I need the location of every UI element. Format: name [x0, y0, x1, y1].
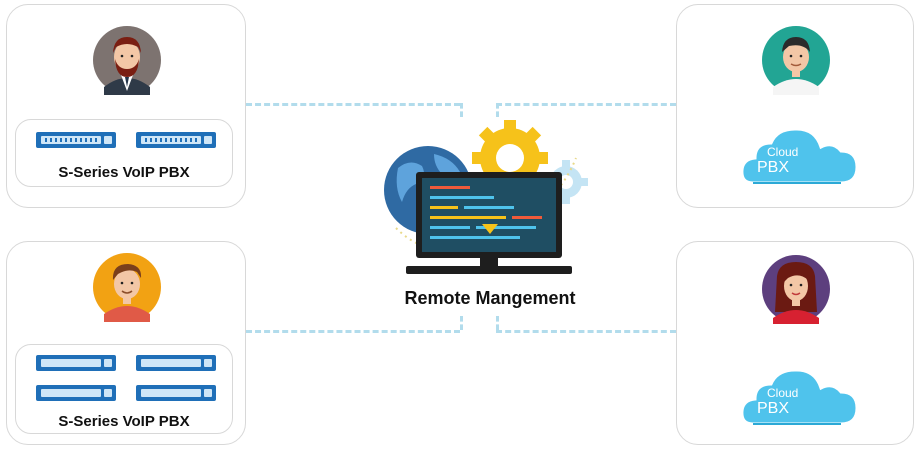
- network-switch-icon: [36, 355, 116, 371]
- device-label: S-Series VoIP PBX: [58, 413, 190, 430]
- panel-top-left: S-Series VoIP PBX: [6, 4, 246, 208]
- remote-management-illustration: [384, 120, 588, 274]
- cloud-label-line2: PBX: [757, 400, 790, 417]
- network-switch-icon: [136, 385, 216, 401]
- cloud-icon: Cloud PBX: [739, 358, 861, 430]
- pbx-device-box: S-Series VoIP PBX: [15, 344, 233, 434]
- woman-purple-avatar: [762, 255, 830, 324]
- connector-top-right-drop: [496, 103, 499, 117]
- cloud-icon: Cloud PBX: [739, 117, 861, 189]
- network-switch-icon: [36, 385, 116, 401]
- man-orange-avatar: [93, 253, 161, 322]
- connector-bottom-left: [246, 330, 460, 333]
- cloud-label-line2: PBX: [757, 159, 790, 176]
- cloud-label-line1: Cloud: [767, 386, 799, 400]
- connector-top-right: [496, 103, 676, 106]
- center-title: Remote Mangement: [404, 288, 576, 308]
- network-switch-icon: [36, 132, 116, 148]
- monitor-icon: [406, 172, 572, 274]
- network-switch-icon: [136, 132, 216, 148]
- man-teal-avatar: [762, 26, 830, 95]
- connector-bottom-right-rise: [496, 316, 499, 330]
- cloud-label-line1: Cloud: [767, 145, 799, 159]
- connector-bottom-left-rise: [460, 316, 463, 330]
- panel-bottom-right: Cloud PBX: [676, 241, 914, 445]
- pbx-device-box: S-Series VoIP PBX: [15, 119, 233, 187]
- panel-bottom-left: S-Series VoIP PBX: [6, 241, 246, 445]
- connector-top-left: [246, 103, 460, 106]
- man-beard-avatar: [93, 26, 161, 95]
- connector-bottom-right: [496, 330, 676, 333]
- device-label: S-Series VoIP PBX: [58, 164, 190, 181]
- panel-top-right: Cloud PBX: [676, 4, 914, 208]
- connector-top-left-drop: [460, 103, 463, 117]
- network-switch-icon: [136, 355, 216, 371]
